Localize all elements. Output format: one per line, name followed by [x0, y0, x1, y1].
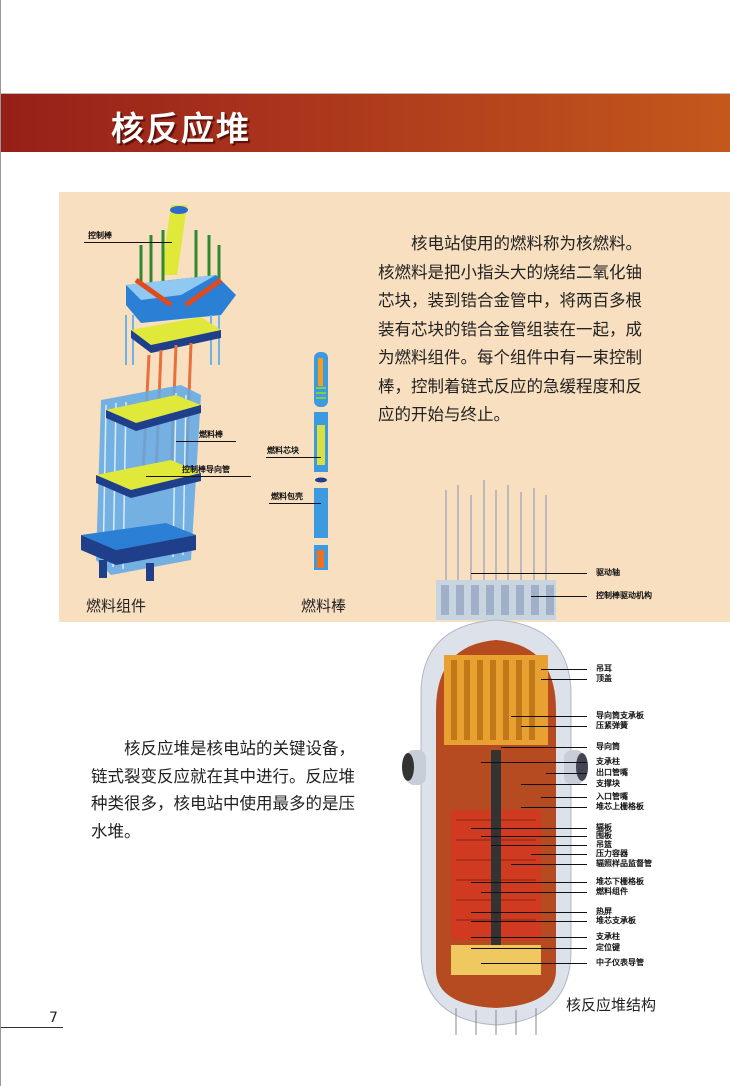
page-number-rule — [1, 1027, 63, 1028]
leader-line — [266, 457, 321, 458]
leader-line — [471, 573, 587, 574]
reactor-label: 导向筒支承板 — [596, 711, 644, 720]
label-guide-tube: 控制棒导向管 — [182, 465, 230, 474]
leader-line — [501, 747, 587, 748]
leader-line — [511, 864, 587, 865]
reactor-label: 吊篮 — [596, 840, 612, 849]
leader-line — [531, 854, 587, 855]
leader-line — [269, 503, 321, 504]
reactor-label: 导向筒 — [596, 742, 620, 751]
caption-fuel-rod: 燃料棒 — [301, 597, 347, 615]
leader-line — [176, 441, 236, 442]
leader-line — [481, 762, 587, 763]
caption-reactor-structure: 核反应堆结构 — [566, 996, 657, 1014]
label-fuel-pellet: 燃料芯块 — [267, 446, 299, 455]
label-fuel-cladding: 燃料包壳 — [271, 492, 303, 501]
leader-line — [541, 669, 587, 670]
reactor-label: 燃料组件 — [596, 887, 628, 896]
leader-line — [521, 807, 587, 808]
reactor-label: 定位键 — [596, 943, 620, 952]
fuel-rod-illustration — [314, 352, 328, 570]
reactor-label: 辐板 — [596, 823, 612, 832]
reactor-label: 顶盖 — [596, 674, 612, 683]
leader-line — [471, 882, 587, 883]
leader-line — [521, 726, 587, 727]
leader-line — [521, 784, 587, 785]
reactor-label: 堆芯支承板 — [596, 916, 636, 925]
reactor-label: 压紧弹簧 — [596, 721, 628, 730]
fuel-assembly-illustration — [81, 205, 236, 581]
reactor-label: 压力容器 — [596, 849, 628, 858]
leader-line — [471, 937, 587, 938]
reactor-illustration — [402, 480, 588, 1035]
reactor-label: 支承柱 — [596, 932, 620, 941]
leader-line — [541, 797, 587, 798]
leader-line — [531, 596, 587, 597]
leader-line — [84, 242, 172, 243]
reactor-label: 支承柱 — [596, 757, 620, 766]
reactor-label: 辐照样品监督管 — [596, 859, 652, 868]
reactor-label: 堆芯上栅格板 — [596, 802, 644, 811]
caption-fuel-assembly: 燃料组件 — [86, 597, 147, 615]
reactor-label: 堆芯下栅格板 — [596, 877, 644, 886]
section-header: 核反应堆 — [1, 93, 730, 152]
leader-line — [491, 845, 587, 846]
leader-line — [546, 773, 587, 774]
reactor-label: 吊耳 — [596, 664, 612, 673]
reactor-label: 中子仪表导管 — [596, 958, 644, 967]
intro-paragraph: 核电站使用的燃料称为核燃料。核燃料是把小指头大的烧结二氧化铀芯块，装到锆合金管中… — [378, 234, 642, 424]
leader-line — [481, 836, 587, 837]
reactor-label: 入口管嘴 — [596, 792, 628, 801]
leader-line — [481, 892, 587, 893]
reactor-label: 围板 — [596, 831, 612, 840]
leader-line — [471, 828, 587, 829]
reactor-paragraph: 核反应堆是核电站的关键设备，链式裂变反应就在其中进行。反应堆种类很多，核电站中使… — [91, 739, 355, 841]
leader-line — [481, 963, 587, 964]
label-control-rod: 控制棒 — [88, 231, 112, 240]
page-title: 核反应堆 — [111, 109, 251, 148]
reactor-label: 驱动轴 — [596, 568, 620, 577]
reactor-label: 出口管嘴 — [596, 768, 628, 777]
reactor-label: 热屏 — [596, 907, 612, 916]
reactor-label: 支撑块 — [596, 779, 620, 788]
leader-line — [511, 716, 587, 717]
page-number: 7 — [49, 1010, 58, 1026]
leader-line — [471, 912, 587, 913]
leader-line — [146, 476, 251, 477]
reactor-label: 控制棒驱动机构 — [596, 591, 652, 600]
leader-line — [471, 948, 587, 949]
label-fuel-rod: 燃料棒 — [199, 430, 223, 439]
leader-line — [471, 921, 587, 922]
leader-line — [541, 679, 587, 680]
